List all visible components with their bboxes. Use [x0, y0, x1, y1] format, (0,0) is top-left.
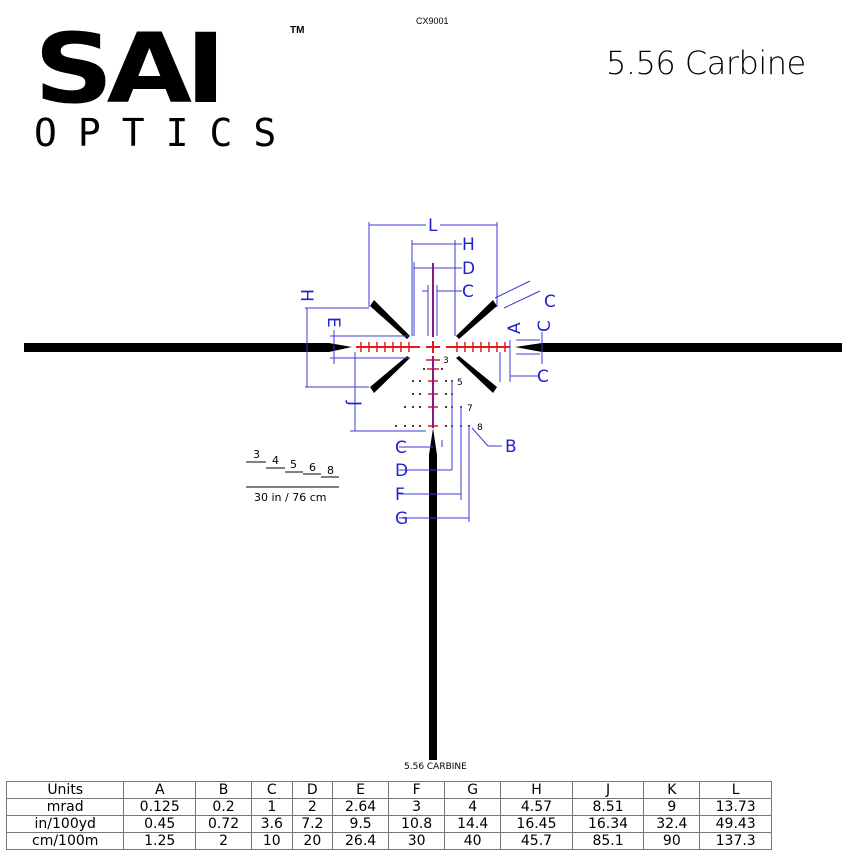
svg-text:C: C	[535, 320, 555, 332]
trademark: TM	[290, 25, 305, 36]
svg-text:G: G	[395, 509, 408, 529]
svg-text:C: C	[462, 282, 474, 302]
horizontal-posts	[24, 300, 842, 760]
svg-text:A: A	[505, 322, 525, 334]
svg-text:5: 5	[290, 458, 297, 471]
svg-text:8: 8	[477, 423, 483, 433]
svg-text:C: C	[395, 438, 407, 458]
svg-text:J: J	[344, 400, 364, 406]
svg-text:C: C	[537, 367, 549, 387]
svg-text:L: L	[428, 216, 438, 236]
svg-text:4: 4	[272, 454, 279, 467]
svg-text:8: 8	[327, 464, 334, 477]
dimension-lines	[305, 222, 543, 522]
reticle-diagram: 3 5 7 8 L H D C C C A C H	[24, 216, 842, 772]
svg-text:3: 3	[253, 448, 260, 461]
svg-text:D: D	[395, 461, 408, 481]
svg-text:C: C	[544, 292, 556, 312]
svg-text:F: F	[395, 485, 405, 505]
svg-text:30 in / 76 cm: 30 in / 76 cm	[254, 491, 326, 504]
page-title: 5.56 Carbine	[606, 44, 806, 82]
svg-text:H: H	[462, 235, 475, 255]
logo-optics: OPTICS	[34, 111, 298, 155]
svg-text:D: D	[462, 259, 475, 279]
center-hash-marks	[356, 341, 510, 427]
svg-text:7: 7	[467, 404, 473, 414]
svg-text:6: 6	[309, 461, 316, 474]
holdover-legend: 3 4 5 6 8 30 in / 76 cm	[246, 448, 339, 504]
logo-sai: SAI	[34, 13, 226, 125]
svg-text:5: 5	[457, 378, 463, 388]
svg-text:3: 3	[443, 356, 449, 366]
reticle-name-label: 5.56 CARBINE	[404, 762, 467, 772]
product-code: CX9001	[416, 16, 449, 26]
svg-text:E: E	[323, 317, 343, 328]
svg-text:B: B	[505, 437, 517, 457]
dimension-labels: L H D C C C A C H E J C D F G B	[296, 216, 556, 529]
svg-text:H: H	[296, 289, 316, 302]
